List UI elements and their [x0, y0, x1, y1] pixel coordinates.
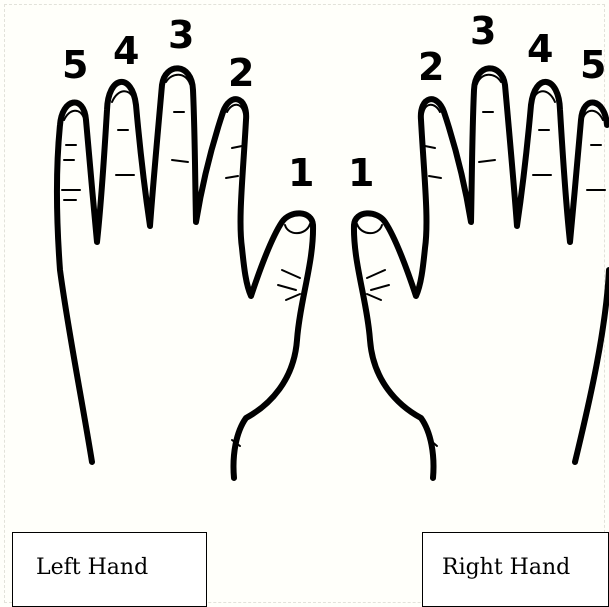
right-finger-5-number: 5 [580, 43, 606, 87]
right-finger-4-number: 4 [527, 27, 553, 71]
right-nail-2 [423, 105, 440, 114]
left-finger-2-number: 2 [228, 51, 254, 95]
right-nail-1 [357, 224, 382, 233]
right-finger-1-number: 1 [348, 151, 374, 195]
left-hand-outline [57, 68, 313, 478]
left-finger-1-number: 1 [288, 151, 314, 195]
left-nail-5 [64, 111, 84, 120]
left-nail-1 [285, 224, 310, 233]
left-nail-4 [112, 91, 134, 102]
right-nail-5 [583, 111, 603, 120]
left-hand-caption: Left Hand [12, 532, 207, 607]
right-finger-3-number: 3 [470, 9, 496, 53]
left-nail-2 [227, 105, 244, 114]
left-finger-5-number: 5 [62, 43, 88, 87]
left-finger-4-number: 4 [113, 29, 139, 73]
right-finger-2-number: 2 [418, 45, 444, 89]
left-finger-3-number: 3 [168, 13, 194, 57]
right-nail-4 [533, 91, 555, 102]
right-hand-caption: Right Hand [422, 532, 609, 607]
right-hand-outline [354, 68, 609, 478]
